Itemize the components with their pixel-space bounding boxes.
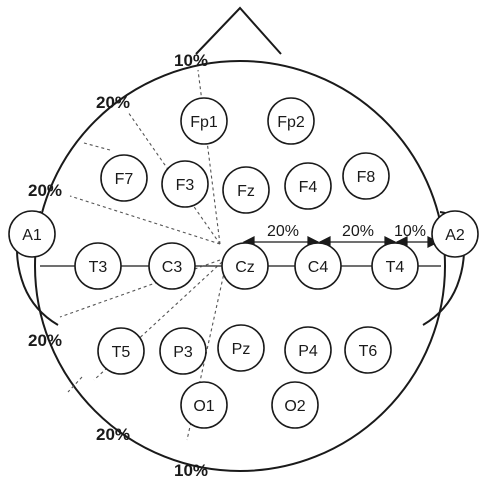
electrode-t5-label: T5: [112, 344, 131, 361]
electrode-pz-label: Pz: [232, 341, 251, 358]
electrode-p4-label: P4: [298, 343, 318, 360]
electrode-cz: Cz: [221, 242, 269, 290]
electrode-p3-label: P3: [173, 344, 193, 361]
electrode-f4-label: F4: [299, 179, 318, 196]
electrode-p4: P4: [284, 326, 332, 374]
dashed-line-20pct-top-ext: [83, 142, 111, 151]
electrode-c3-label: C3: [162, 259, 183, 276]
electrode-t6: T6: [344, 326, 392, 374]
electrode-f3: F3: [161, 160, 209, 208]
electrode-c4: C4: [294, 242, 342, 290]
electrode-fp1: Fp1: [180, 97, 228, 145]
electrode-t4: T4: [371, 242, 419, 290]
electrode-fz-label: Fz: [237, 183, 255, 200]
electrode-c4-label: C4: [308, 259, 329, 276]
electrode-fp1-label: Fp1: [190, 114, 218, 131]
electrode-t5: T5: [97, 327, 145, 375]
electrode-f3-label: F3: [176, 177, 195, 194]
electrode-o1-label: O1: [193, 398, 214, 415]
electrode-cz-label: Cz: [235, 259, 255, 276]
percent-label-t4-a2: 10%: [394, 223, 426, 240]
percent-label-c4-t4: 20%: [342, 223, 374, 240]
electrode-t3-label: T3: [89, 259, 108, 276]
nose-outline: [195, 6, 282, 55]
electrode-fz: Fz: [222, 166, 270, 214]
electrode-a1: A1: [8, 210, 56, 258]
electrode-a1-label: A1: [22, 227, 42, 244]
electrode-o2: O2: [271, 381, 319, 429]
percent-label-mid-lower-20: 20%: [28, 331, 62, 350]
electrode-fp2-label: Fp2: [277, 114, 305, 131]
percent-label-top-10: 10%: [174, 51, 208, 70]
electrode-a2: A2: [431, 210, 479, 258]
electrode-fp2: Fp2: [267, 97, 315, 145]
dashed-line-20pct-mid-lower: [59, 259, 221, 318]
electrode-t6-label: T6: [359, 343, 378, 360]
electrode-a2-label: A2: [445, 227, 465, 244]
electrode-o2-label: O2: [284, 398, 305, 415]
electrode-t3: T3: [74, 242, 122, 290]
electrode-f7-label: F7: [115, 171, 134, 188]
electrode-f4: F4: [284, 162, 332, 210]
electrode-f8: F8: [342, 152, 390, 200]
percent-label-bottom-10: 10%: [174, 461, 208, 480]
percent-label-lower-20: 20%: [96, 425, 130, 444]
electrode-o1: O1: [180, 381, 228, 429]
electrode-f8-label: F8: [357, 169, 376, 186]
electrode-c3: C3: [148, 242, 196, 290]
percent-label-cz-c4: 20%: [267, 223, 299, 240]
electrode-pz: Pz: [217, 324, 265, 372]
electrode-p3: P3: [159, 327, 207, 375]
percent-label-mid-upper-20: 20%: [28, 181, 62, 200]
electrode-t4-label: T4: [386, 259, 405, 276]
dashed-line-20pct-mid-upper: [69, 195, 221, 245]
electrode-f7: F7: [100, 154, 148, 202]
percent-label-upper-20: 20%: [96, 93, 130, 112]
